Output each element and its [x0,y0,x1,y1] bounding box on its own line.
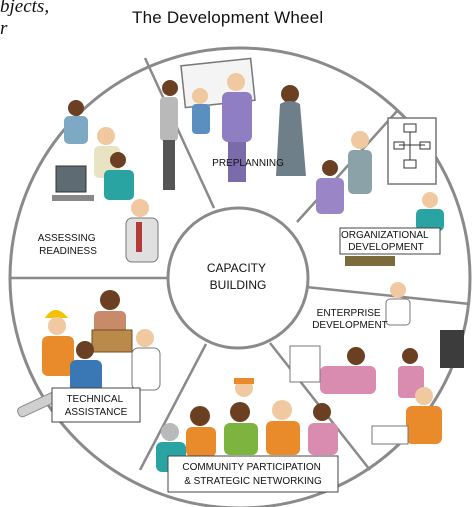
diagram-title: The Development Wheel [132,8,324,27]
cropped-caption-line-1: bjects, [0,0,50,17]
person-hat [234,378,254,384]
person-body [316,178,344,214]
segment-label-line: READINESS [39,246,97,257]
segment-label-line: PREPLANNING [212,158,284,169]
person-head [351,131,369,149]
person-head [347,347,365,365]
keyboard [52,195,94,201]
segment-label-line: & STRATEGIC NETWORKING [184,476,322,487]
hub-label-line-2: BUILDING [210,278,267,292]
segment-label-line: ORGANIZATIONAL [341,230,429,241]
person-head [192,88,208,104]
person-head [281,85,299,103]
person-head [100,290,120,310]
hardhat [45,310,68,318]
segment-label-line: TECHNICAL [66,394,123,405]
person-body [224,423,258,455]
segment-label-line: DEVELOPMENT [312,320,388,331]
org-label-panel [339,227,441,255]
person-dress [276,101,306,176]
spoke-top-right [296,109,399,223]
segment-label-organizational: ORGANIZATIONAL DEVELOPMENT [341,230,431,253]
organizational-illustration [316,117,444,266]
person-legs [163,140,175,190]
cardboard-box [91,329,133,353]
segment-label-technical: TECHNICAL ASSISTANCE [65,394,128,418]
paper-sheet [289,345,321,383]
preplanning-illustration [160,57,306,190]
community-label-panel [167,455,339,493]
person-head [313,403,331,421]
person-head [162,80,178,96]
segment-label-line: DEVELOPMENT [348,242,424,253]
hub-label-line-1: CAPACITY [207,261,266,275]
person-body [308,423,338,455]
person-body [266,421,300,455]
cropped-caption-line-2: r [0,18,8,39]
person-body [320,366,376,394]
person-head [402,348,418,364]
computer-monitor [440,330,464,368]
person-head [97,127,115,145]
person-body [104,170,134,200]
person-body [222,92,252,142]
person-head [161,423,179,441]
person-head [110,152,126,168]
person-head [422,192,438,208]
segment-label-assessing: ASSESSING READINESS [38,233,99,257]
wheel-hub [166,206,310,350]
person-legs [228,142,246,182]
person-body [416,209,444,231]
computer-monitor [55,165,87,193]
desk-laptop [371,425,409,445]
person-head [272,400,292,420]
person-body [131,347,161,391]
person-head [227,73,245,91]
person-body [385,298,411,326]
enterprise-illustration [289,282,464,445]
person-head [230,402,250,422]
person-head [390,282,406,298]
community-illustration [156,378,339,493]
technical-label-panel [51,387,141,423]
person-head [131,199,149,217]
segment-label-line: ASSESSING [38,233,96,244]
segment-label-line: ENTERPRISE [317,308,381,319]
person-head [136,329,154,347]
segment-label-preplanning: PREPLANNING [212,158,284,169]
assessing-illustration [52,100,159,263]
person-body [406,406,442,444]
person-head [68,100,84,116]
spoke-right [305,285,471,306]
segment-label-line: COMMUNITY PARTICIPATION [182,462,321,473]
person-body [348,150,372,194]
spoke-bottom-left [138,343,208,471]
person-body [64,116,88,144]
person-head [48,317,66,335]
person-body [160,97,178,141]
technical-illustration [17,290,161,423]
person-body [186,427,216,457]
person-head [190,406,210,426]
segment-label-enterprise: ENTERPRISE DEVELOPMENT [312,308,388,331]
person-head [76,341,94,359]
cropped-caption-text: bjects, r [0,0,49,40]
table-edge [345,256,395,266]
necktie [136,222,142,252]
person-head [415,387,433,405]
spoke-top-left [143,57,216,209]
segment-label-community: COMMUNITY PARTICIPATION & STRATEGIC NETW… [182,462,323,487]
org-chart-board [387,117,437,185]
segment-label-line: ASSISTANCE [65,407,128,418]
hub-label: CAPACITY BUILDING [207,261,269,292]
person-head [322,160,338,176]
person-body [42,336,74,376]
person-body [192,104,210,134]
org-chart-boxes [393,123,431,169]
